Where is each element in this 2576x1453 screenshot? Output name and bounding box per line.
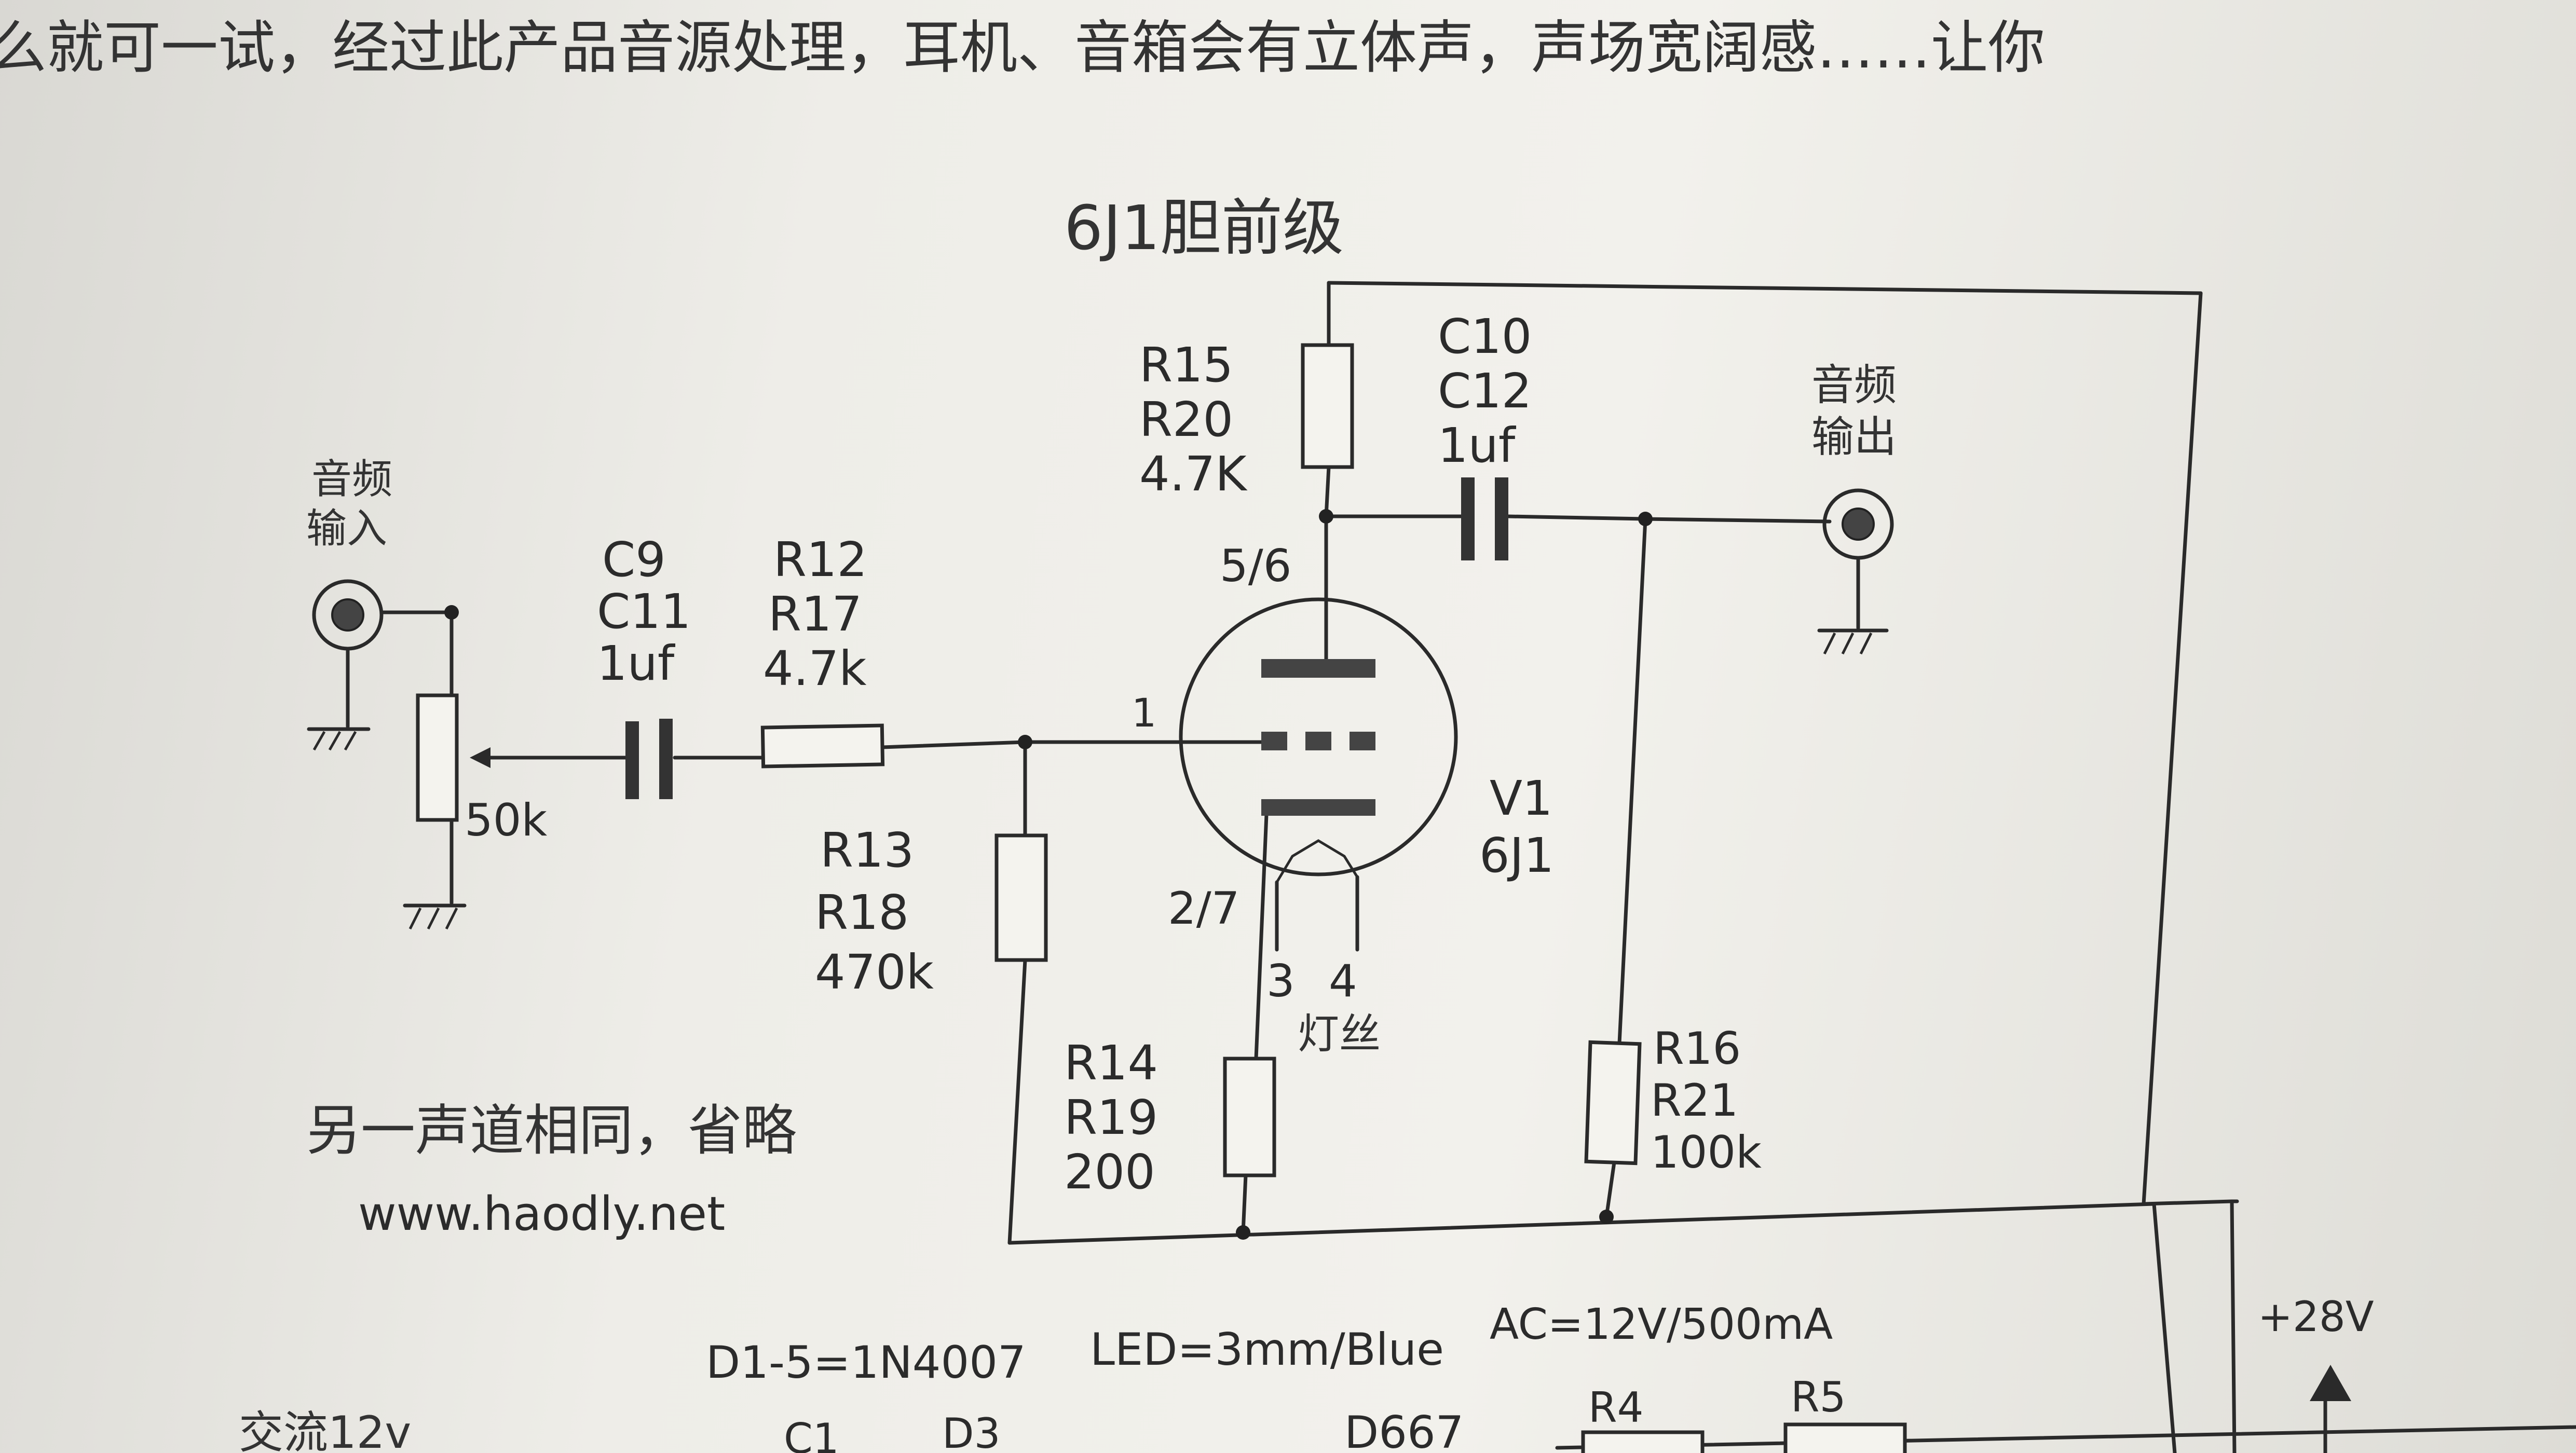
- potentiometer: [403, 693, 514, 930]
- audio-out-label-1: 音频: [1811, 361, 1897, 410]
- spec-diodes: D1-5=1N4007: [706, 1337, 1026, 1389]
- r-plate-label-3: 4.7K: [1139, 446, 1248, 502]
- website: www.haodly.net: [358, 1187, 725, 1241]
- output-capacitor: [1461, 477, 1508, 560]
- pin-heater-2: 4: [1329, 955, 1357, 1007]
- r-grid-label-2: R18: [815, 885, 909, 940]
- tube-label-1: V1: [1490, 771, 1552, 826]
- r4-resistor: [1581, 1430, 1705, 1453]
- pin-heater-1: 3: [1266, 955, 1295, 1007]
- r4-label: R4: [1588, 1383, 1643, 1432]
- wires: [379, 281, 2576, 1453]
- r-out-label-2: R21: [1651, 1075, 1738, 1127]
- audio-output-jack: [1817, 488, 1894, 655]
- vacuum-tube: [1179, 597, 1458, 883]
- c-in-label-3: 1uf: [597, 636, 676, 691]
- r-out-label-1: R16: [1653, 1023, 1741, 1075]
- diagram-title: 6J1胆前级: [1064, 192, 1344, 264]
- cathode-resistor: [1223, 1057, 1276, 1177]
- r-in-label-3: 4.7k: [763, 641, 867, 696]
- r-grid-label-1: R13: [820, 823, 914, 878]
- spec-led: LED=3mm/Blue: [1090, 1324, 1444, 1376]
- d667-label: D667: [1344, 1407, 1464, 1453]
- input-capacitor: [625, 719, 673, 799]
- c-out-label-1: C10: [1438, 309, 1532, 364]
- input-resistor: [760, 723, 885, 769]
- pin-cathode-label: 2/7: [1168, 883, 1239, 935]
- r-cath-label-1: R14: [1064, 1035, 1158, 1091]
- r5-label: R5: [1791, 1373, 1846, 1421]
- heater-label: 灯丝: [1298, 1010, 1381, 1058]
- audio-in-label-1: 音频: [311, 456, 392, 503]
- r-out-label-3: 100k: [1651, 1127, 1762, 1178]
- pin-plate-label: 5/6: [1220, 540, 1291, 592]
- audio-in-label-2: 输入: [306, 505, 387, 552]
- output-resistor: [1584, 1040, 1642, 1166]
- junction-dots: [444, 509, 1653, 1240]
- c-in-label-2: C11: [597, 584, 691, 639]
- pin-grid-label: 1: [1132, 690, 1156, 736]
- grid-resistor: [994, 833, 1048, 962]
- top-text: 么就可一试，经过此产品音源处理，耳机、音箱会有立体声，声场宽阔感……让你: [0, 15, 2045, 81]
- tube-label-2: 6J1: [1479, 828, 1554, 883]
- audio-input-jack: [307, 579, 384, 751]
- plate-resistor: [1301, 343, 1354, 469]
- supply-label: +28V: [2258, 1293, 2374, 1341]
- c1-label: C1: [784, 1415, 839, 1453]
- c-out-label-3: 1uf: [1438, 418, 1517, 473]
- r-in-label-1: R12: [773, 532, 867, 587]
- ac-input-label: 交流12v: [239, 1407, 411, 1453]
- r5-resistor: [1783, 1422, 1907, 1453]
- r-grid-label-3: 470k: [815, 944, 934, 1000]
- pot-value: 50k: [465, 794, 547, 846]
- r-plate-label-2: R20: [1139, 392, 1233, 447]
- r-cath-label-2: R19: [1064, 1090, 1158, 1145]
- supply-arrow: [2310, 1365, 2351, 1401]
- r-plate-label-1: R15: [1139, 337, 1233, 393]
- c-out-label-2: C12: [1438, 363, 1532, 419]
- r-cath-label-3: 200: [1064, 1144, 1155, 1200]
- channel-note: 另一声道相同，省略: [306, 1099, 797, 1162]
- spec-ac: AC=12V/500mA: [1490, 1300, 1833, 1349]
- d3-label: D3: [942, 1409, 1001, 1453]
- c-in-label-1: C9: [602, 532, 666, 587]
- audio-out-label-2: 输出: [1811, 413, 1897, 462]
- r-in-label-2: R17: [768, 586, 862, 642]
